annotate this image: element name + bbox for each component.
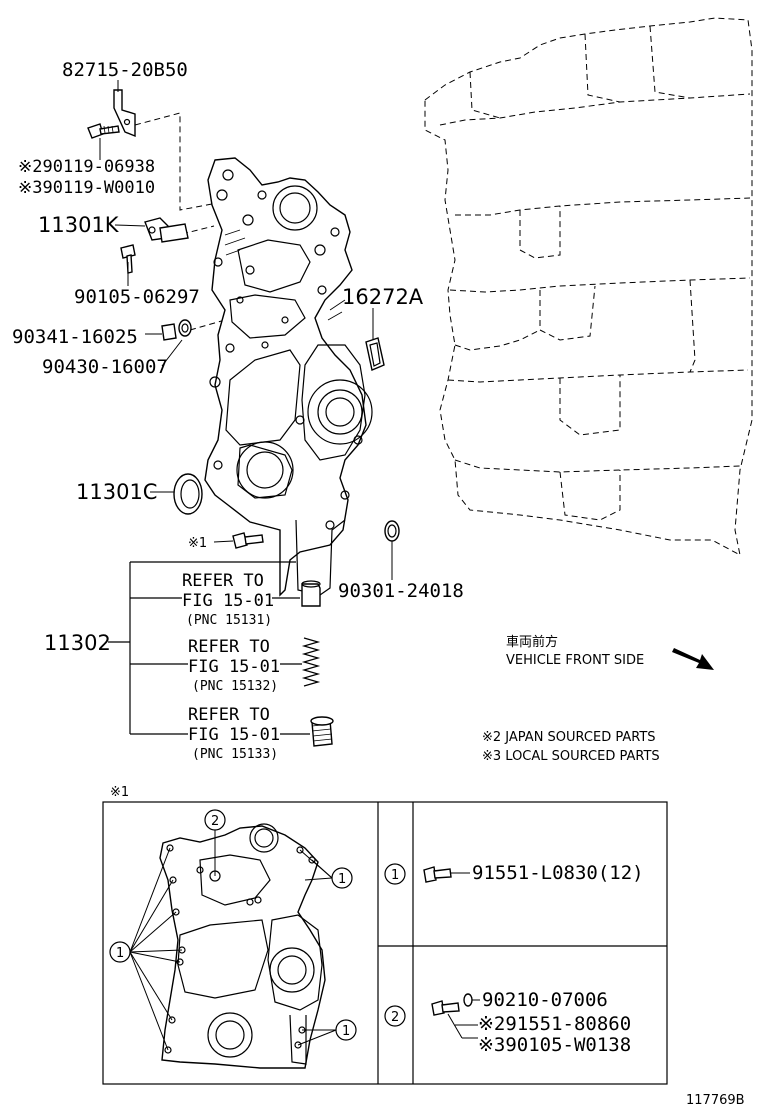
note-local-sourced: ※3 LOCAL SOURCED PARTS	[482, 749, 660, 764]
refer2-line3: (PNC 15132)	[192, 679, 278, 694]
svg-text:1: 1	[116, 946, 124, 961]
o-ring-90301	[384, 520, 400, 542]
sensor-11301K	[144, 217, 189, 243]
refer3-line3: (PNC 15133)	[192, 747, 278, 762]
bolt-91551-L	[423, 866, 470, 883]
engine-block-outline	[424, 17, 753, 556]
vehicle-front-jp: 車両前方	[506, 634, 558, 650]
vehicle-front-en: VEHICLE FRONT SIDE	[506, 653, 644, 668]
svg-text:2: 2	[391, 1010, 399, 1025]
figure-id: 117769B	[686, 1093, 745, 1108]
svg-text:1: 1	[391, 868, 399, 883]
label-90119-japan: ※290119-06938	[18, 157, 155, 177]
label-90430: 90430-16007	[42, 356, 168, 378]
clip-82715	[113, 89, 136, 138]
spring-icon	[301, 637, 321, 687]
inset-callout-1-bottom: 1	[297, 1019, 357, 1046]
svg-text:2: 2	[211, 814, 219, 829]
gasket-90430	[178, 319, 192, 337]
refer2-line1: REFER TO	[188, 637, 270, 657]
note-japan-sourced: ※2 JAPAN SOURCED PARTS	[482, 730, 656, 745]
label-11301K: 11301K	[38, 213, 120, 237]
timing-chain-cover	[204, 157, 373, 597]
table-row2-marker: 2	[384, 1005, 406, 1027]
plug-icon	[310, 716, 334, 747]
label-90210: 90210-07006	[482, 989, 608, 1011]
label-note1-marker: ※1	[188, 536, 207, 551]
gasket-16272A	[365, 337, 385, 371]
label-90105: 90105-06297	[74, 286, 200, 308]
svg-text:1: 1	[338, 872, 346, 887]
refer3-line2: FIG 15-01	[188, 725, 280, 745]
label-82715: 82715-20B50	[62, 59, 188, 81]
svg-text:1: 1	[342, 1024, 350, 1039]
plug-90341	[161, 323, 177, 341]
label-11301C: 11301C	[76, 480, 157, 504]
vehicle-front-arrow-icon	[672, 648, 714, 670]
label-90119-local: ※390119-W0010	[18, 178, 155, 198]
bolt-91551-8	[431, 1000, 478, 1039]
inset-cover-drawing	[159, 823, 326, 1069]
label-90301: 90301-24018	[338, 580, 464, 602]
label-91551-80860: ※291551-80860	[478, 1013, 631, 1035]
clip-leader	[134, 112, 213, 211]
refer2-line2: FIG 15-01	[188, 657, 280, 677]
inset-callout-1-top: 1	[299, 849, 353, 889]
relief-valve-icon	[301, 580, 321, 607]
bracket-11302	[108, 561, 310, 735]
label-16272A: 16272A	[342, 285, 424, 309]
plug-leader	[189, 317, 233, 331]
bolt-note1	[232, 532, 264, 549]
inset-frame	[102, 801, 668, 1085]
label-90105-W0138: ※390105-W0138	[478, 1034, 631, 1056]
label-90341: 90341-16025	[12, 326, 138, 348]
table-row1-marker: 1	[384, 863, 406, 885]
refer1-line2: FIG 15-01	[182, 591, 274, 611]
washer-90210	[463, 993, 480, 1007]
bolt-90119	[87, 123, 120, 139]
refer1-line3: (PNC 15131)	[186, 613, 272, 628]
inset-callout-1-left: 1	[109, 847, 183, 1051]
label-91551-L0830: 91551-L0830(12)	[472, 862, 644, 884]
inset-callout-2: 2	[204, 809, 226, 876]
oil-seal-11301C	[173, 473, 203, 515]
refer1-line1: REFER TO	[182, 571, 264, 591]
bolt-90105	[120, 244, 136, 274]
refer3-line1: REFER TO	[188, 705, 270, 725]
inset-marker: ※1	[110, 785, 129, 800]
label-11302: 11302	[44, 631, 111, 655]
